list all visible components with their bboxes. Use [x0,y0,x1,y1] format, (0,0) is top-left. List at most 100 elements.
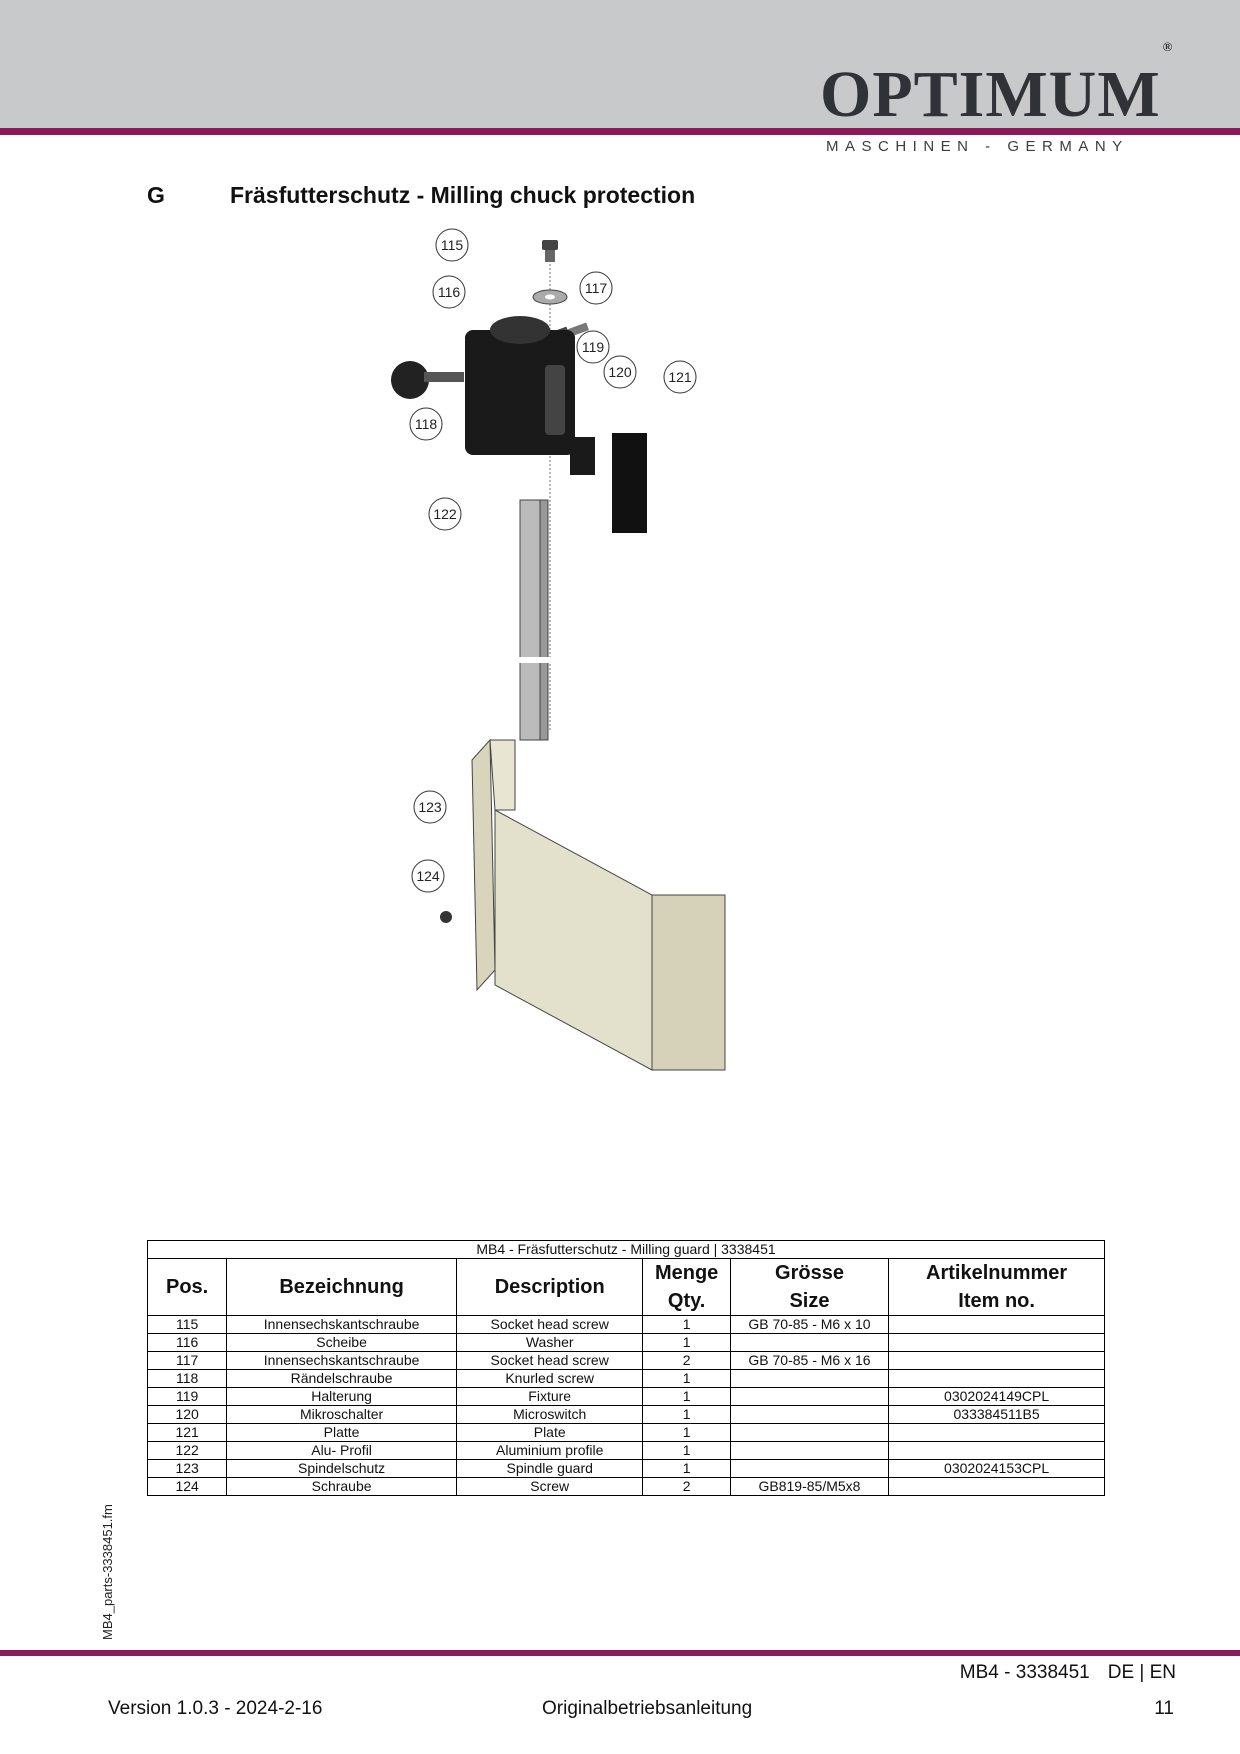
svg-text:115: 115 [441,237,464,253]
brand-logo: OPTIMUM® [820,39,1174,131]
part-socket-screw-115 [542,240,558,262]
cell-desc: Socket head screw [455,1315,644,1334]
cell-desc: Screw [455,1477,644,1496]
cell-qty: 2 [642,1477,731,1496]
cell-bez: Rändelschraube [226,1369,457,1388]
cell-bez: Platte [226,1423,457,1442]
cell-pos: 124 [146,1477,228,1496]
header-band [0,0,1240,128]
part-spindle-guard-123 [471,738,726,1071]
cell-item [888,1315,1105,1334]
cell-bez: Spindelschutz [226,1459,457,1478]
cell-pos: 121 [146,1423,228,1442]
cell-size: GB 70-85 - M6 x 10 [729,1315,890,1334]
cell-pos: 122 [146,1441,228,1460]
svg-text:117: 117 [585,280,608,296]
callout-123: 123 [413,790,447,824]
header-rule [0,128,1240,135]
part-fixture-119 [465,316,575,455]
footer-doc-title: Originalbetriebsanleitung [542,1698,753,1719]
cell-desc: Fixture [455,1387,644,1406]
callout-119: 119 [576,330,610,364]
col-header-description: Description [455,1258,644,1316]
callout-116: 116 [432,275,466,309]
svg-text:120: 120 [608,364,632,380]
cell-size [729,1459,890,1478]
part-knurled-screw-118 [391,361,464,399]
svg-text:123: 123 [418,799,442,815]
page-number: 11 [1154,1698,1174,1719]
parts-list-table: MB4 - Fräsfutterschutz - Milling guard |… [146,1240,1105,1496]
cell-qty: 1 [642,1423,731,1442]
cell-item: 0302024149CPL [888,1387,1105,1406]
callout-120: 120 [603,355,637,389]
cell-size [729,1387,890,1406]
cell-bez: Halterung [226,1387,457,1406]
cell-bez: Scheibe [226,1333,457,1352]
cell-desc: Aluminium profile [455,1441,644,1460]
cell-desc: Plate [455,1423,644,1442]
col-header-pos: Pos. [146,1258,228,1316]
footer-model: MB4 - 3338451 [959,1662,1090,1683]
cell-qty: 1 [642,1369,731,1388]
col-header-bezeichnung: Bezeichnung [226,1258,457,1316]
cell-size: GB819-85/M5x8 [729,1477,890,1496]
section-title: Fräsfutterschutz - Milling chuck protect… [230,182,696,208]
callout-115: 115 [435,228,469,262]
exploded-view-diagram: 115 116 117 119 120 121 118 122 123 124 [391,228,726,1071]
cell-item [888,1369,1105,1388]
cell-pos: 115 [146,1315,228,1334]
cell-pos: 120 [146,1405,228,1424]
cell-desc: Microswitch [455,1405,644,1424]
cell-desc: Socket head screw [455,1351,644,1370]
cell-qty: 1 [642,1441,731,1460]
footer-version: Version 1.0.3 - 2024-2-16 [108,1698,323,1719]
part-plate-121 [612,433,647,533]
cell-qty: 1 [642,1387,731,1406]
cell-item [888,1423,1105,1442]
callout-121: 121 [663,360,697,394]
cell-qty: 1 [642,1333,731,1352]
cell-item: 033384511B5 [888,1405,1105,1424]
brand-tagline: MASCHINEN - GERMANY [826,138,1129,155]
cell-size [729,1441,890,1460]
cell-bez: Schraube [226,1477,457,1496]
cell-size [729,1333,890,1352]
svg-text:124: 124 [416,868,440,884]
callout-122: 122 [428,497,462,531]
cell-item: 0302024153CPL [888,1459,1105,1478]
part-microswitch-120 [570,437,595,475]
cell-size [729,1423,890,1442]
svg-text:118: 118 [415,416,438,432]
cell-size [729,1369,890,1388]
svg-text:119: 119 [582,339,605,355]
callout-118: 118 [409,407,443,441]
side-file-label: MB4_parts-3338451.fm [100,1504,115,1640]
cell-pos: 119 [146,1387,228,1406]
cell-qty: 1 [642,1315,731,1334]
cell-desc: Washer [455,1333,644,1352]
callout-117: 117 [579,271,613,305]
cell-bez: Innensechskantschraube [226,1351,457,1370]
cell-item [888,1441,1105,1460]
svg-text:122: 122 [433,506,457,522]
callout-124: 124 [411,859,445,893]
part-screw-124 [440,911,452,923]
cell-size [729,1405,890,1424]
cell-desc: Knurled screw [455,1369,644,1388]
cell-pos: 123 [146,1459,228,1478]
cell-pos: 118 [146,1369,228,1388]
cell-bez: Alu- Profil [226,1441,457,1460]
